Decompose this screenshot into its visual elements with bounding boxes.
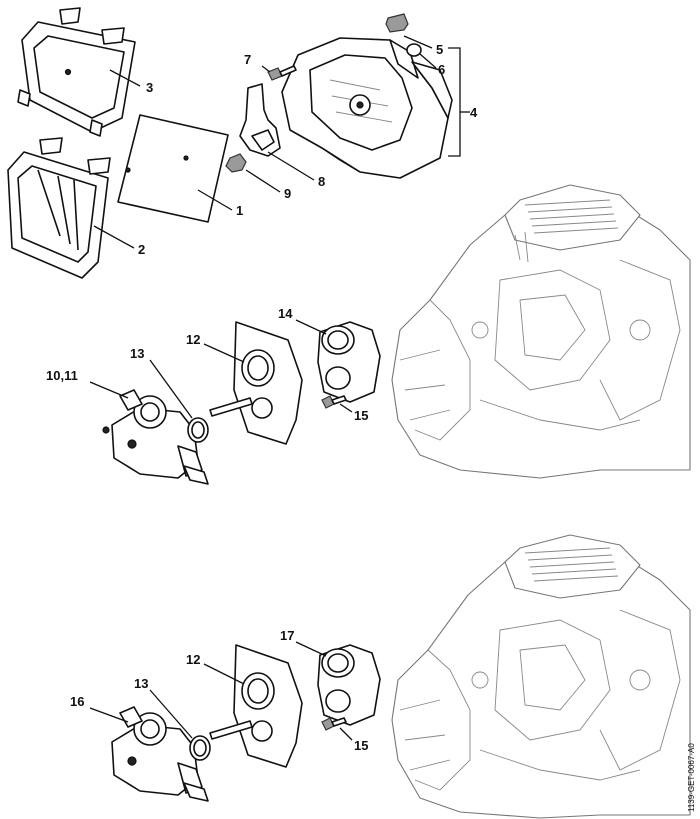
- drawing-code: 1139-GET-0067-A0: [687, 743, 696, 812]
- callout-12-bottom: 12: [186, 652, 200, 667]
- shroud-housing-part-4: [281, 37, 453, 179]
- ring-part-13-bottom: [189, 735, 211, 761]
- callout-12-top: 12: [186, 332, 200, 347]
- callout-6: 6: [438, 62, 445, 77]
- screw-part-15-bottom: [321, 717, 347, 731]
- leader-lines: [89, 35, 470, 741]
- callout-9: 9: [284, 186, 291, 201]
- flange-part-12-bottom: [209, 644, 303, 768]
- filter-cage-part-2: [7, 137, 111, 279]
- carburetor-part-10-11: [102, 389, 209, 485]
- callout-3: 3: [146, 80, 153, 95]
- manifold-part-17: [317, 644, 381, 726]
- grommet-part-5: [385, 13, 409, 33]
- callout-16: 16: [70, 694, 84, 709]
- filter-frame-part-3: [17, 7, 136, 137]
- manifold-part-14: [317, 321, 381, 403]
- callout-5: 5: [436, 42, 443, 57]
- callout-13-top: 13: [130, 346, 144, 361]
- screw-part-15-top: [321, 395, 347, 409]
- nut-part-9: [225, 153, 247, 173]
- callout-10-11: 10,11: [46, 368, 78, 383]
- callout-13-bottom: 13: [134, 676, 148, 691]
- callout-15-bottom: 15: [354, 738, 368, 753]
- o-ring-part-6: [406, 43, 422, 57]
- ring-part-13-top: [187, 417, 209, 443]
- callout-15-top: 15: [354, 408, 368, 423]
- engine-housing-top: [391, 184, 691, 479]
- callout-14: 14: [278, 306, 293, 321]
- flange-part-12-top: [209, 321, 303, 445]
- callout-4: 4: [470, 105, 478, 120]
- filter-panel-part-1: [117, 114, 229, 223]
- callout-8: 8: [318, 174, 325, 189]
- callout-2: 2: [138, 242, 145, 257]
- lever-part-8: [239, 83, 281, 157]
- engine-housing-bottom: [391, 534, 691, 819]
- callout-17: 17: [280, 628, 294, 643]
- screw-part-7: [267, 65, 297, 81]
- callout-1: 1: [236, 203, 243, 218]
- carburetor-part-16: [111, 706, 209, 802]
- callout-7: 7: [244, 52, 251, 67]
